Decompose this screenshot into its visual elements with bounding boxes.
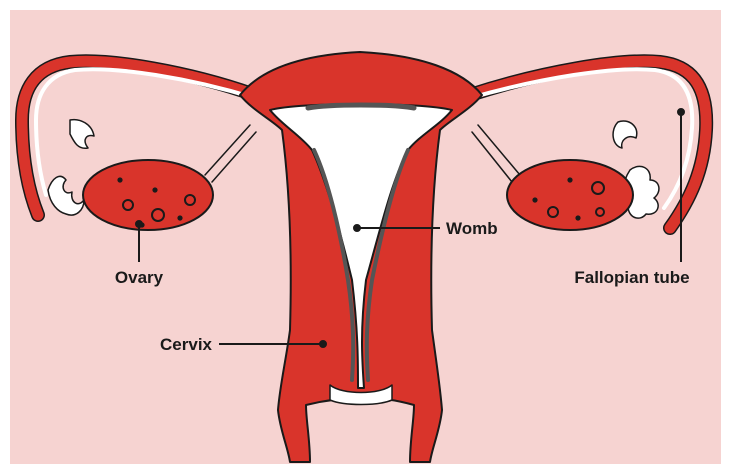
cervix-label: Cervix: [160, 335, 213, 354]
left-ovarian-ligament: [205, 125, 256, 182]
fallopian-tube-label: Fallopian tube: [574, 268, 689, 287]
right-ovarian-ligament: [472, 125, 520, 182]
right-ovary: [507, 160, 633, 230]
ovary-leader-line: [136, 221, 142, 262]
ovary-label: Ovary: [115, 268, 164, 287]
left-ovary: [83, 160, 213, 230]
womb-label: Womb: [446, 219, 498, 238]
